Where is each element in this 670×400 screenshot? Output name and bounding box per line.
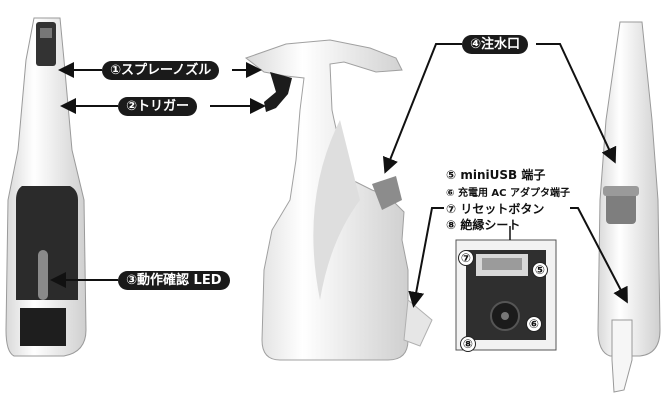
side-view-bottle: [5, 17, 87, 357]
inset-marker-reset: ⑦: [458, 250, 474, 266]
label-adapter: ⑥ 充電用 AC アダプタ端子: [446, 188, 570, 199]
inset-marker-adapter: ⑥: [526, 316, 542, 332]
label-reset: ⑦ リセットボタン: [446, 202, 545, 216]
label-miniusb: ⑤ miniUSB 端子: [446, 168, 546, 182]
label-inlet: ④注水口: [462, 35, 529, 54]
inset-marker-insulation: ⑧: [460, 336, 476, 352]
connector-inset: [455, 239, 557, 351]
inset-marker-miniusb: ⑤: [532, 262, 548, 278]
label-led: ③動作確認 LED: [118, 271, 230, 290]
main-bottle: [244, 39, 433, 361]
label-insulation: ⑧ 絶縁シート: [446, 218, 521, 232]
rear-view-bottle: [597, 21, 661, 393]
label-trigger: ②トリガー: [118, 97, 198, 116]
label-spray-nozzle: ①スプレーノズル: [102, 61, 220, 80]
